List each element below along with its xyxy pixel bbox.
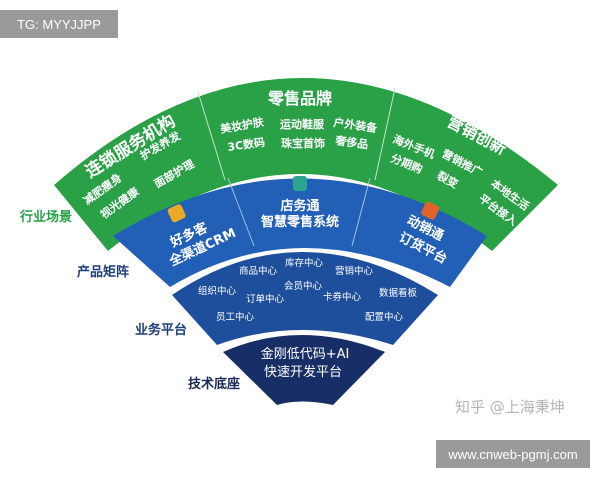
store-icon [293,176,307,191]
tech-line2: 快速开发平台 [264,364,342,380]
business-item: 数据看板 [379,287,418,299]
crm-icon [167,204,186,223]
sector-item: 户外装备 [333,115,380,135]
divider [351,177,371,247]
business-item: 员工中心 [216,311,255,323]
layer-label-product: 产品矩阵 [77,265,130,280]
product-name: 店务通 [280,198,319,214]
layer-label-tech: 技术底座 [188,377,241,392]
business-item: 库存中心 [285,257,324,269]
business-item: 营销中心 [335,265,374,277]
layer-label-business: 业务平台 [135,323,188,338]
sector-title: 零售品牌 [267,89,332,108]
business-item: 订单中心 [246,293,285,305]
sector-item: 奢侈品 [334,133,370,152]
business-item: 商品中心 [239,265,278,277]
sector-item: 珠宝首饰 [281,136,325,150]
tech-line1: 金刚低代码+AI [261,346,350,362]
divider [227,177,255,247]
sector-item: 运动鞋服 [280,117,325,131]
business-band [172,252,438,345]
product-sub: 智慧零售系统 [261,214,339,230]
sector-item: 3C数码 [226,135,265,154]
layer-label-industry: 行业场景 [20,210,73,225]
bottom-badge: www.cnweb-pgmj.com [436,440,590,468]
tech-band [223,335,385,405]
product-band [113,178,487,287]
cart-icon [421,201,440,220]
top-badge: TG: MYYJJPP [0,10,118,38]
divider [197,91,226,181]
watermark: 知乎 @上海秉坤 [455,398,565,416]
business-item: 卡券中心 [323,291,362,303]
business-item: 会员中心 [284,280,323,292]
business-item: 组织中心 [198,285,237,297]
divider [374,87,396,181]
business-item: 配置中心 [365,311,404,323]
